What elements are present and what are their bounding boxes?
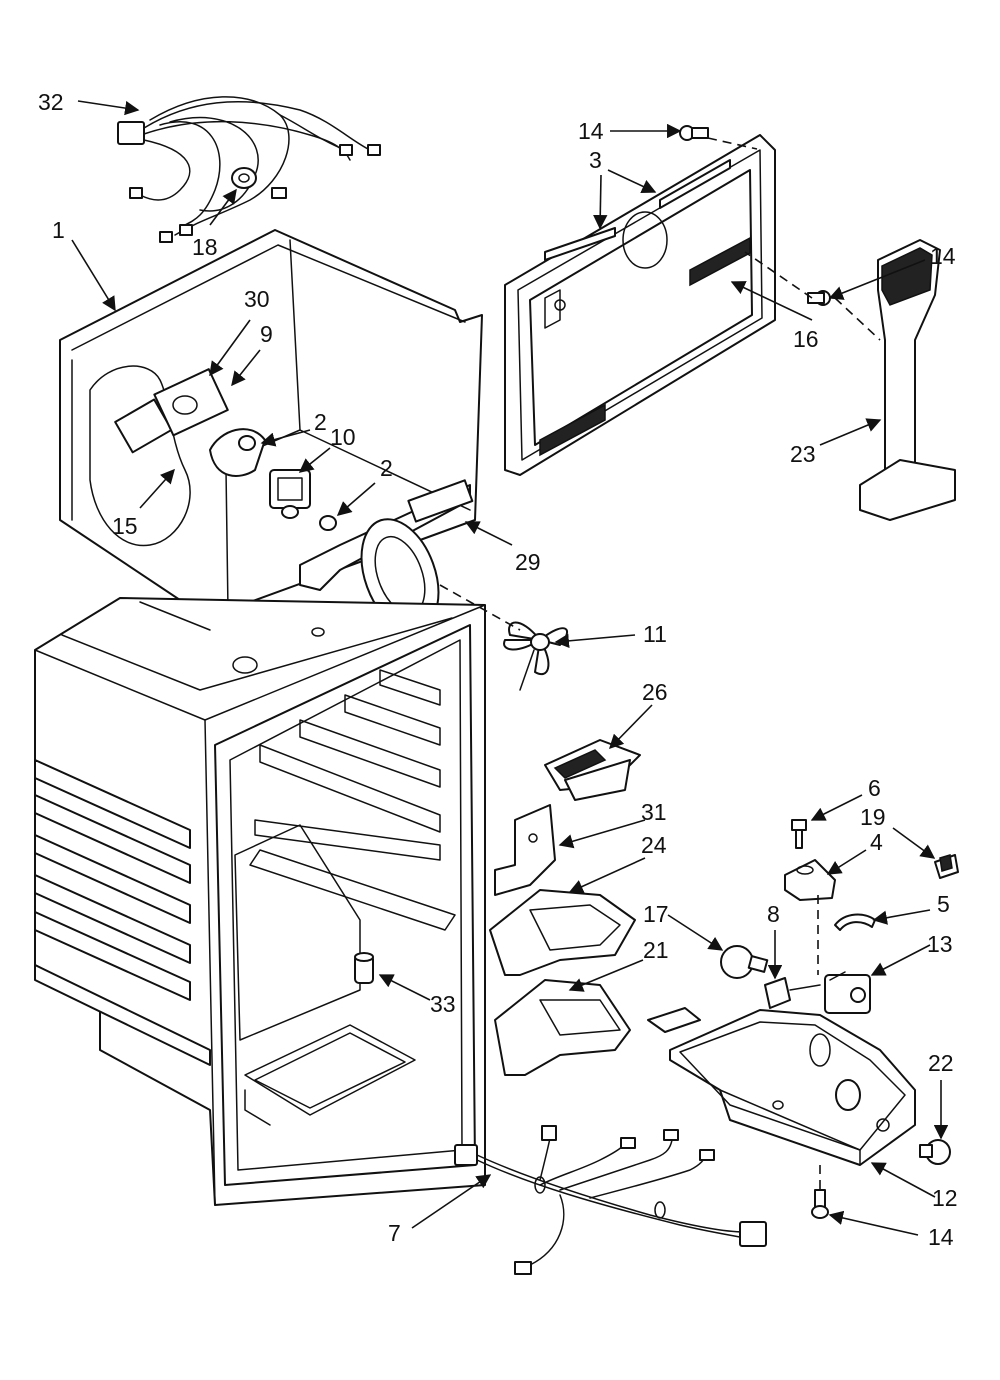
callout-12: 12 (932, 1185, 958, 1211)
callout-33: 33 (430, 991, 456, 1017)
callout-23: 23 (790, 441, 816, 467)
dispenser-cover-upper (489, 889, 636, 976)
callout-14-bottom: 14 (928, 1224, 954, 1250)
callout-3: 3 (589, 147, 602, 173)
callout-13: 13 (927, 931, 953, 957)
callout-6: 6 (868, 775, 881, 801)
clip-ring (834, 913, 876, 931)
callout-10: 10 (330, 424, 356, 450)
callout-2-lower: 2 (380, 455, 393, 481)
callout-22: 22 (928, 1050, 954, 1076)
callout-11: 11 (643, 621, 667, 647)
callout-8: 8 (767, 901, 780, 927)
screw-top (679, 125, 709, 141)
screw-right (807, 290, 831, 306)
mounting-plate (494, 804, 556, 896)
shelf-support-bracket (544, 739, 641, 801)
knob-22 (919, 1139, 951, 1165)
bumper-plug (354, 952, 374, 984)
callout-18: 18 (192, 234, 218, 260)
callout-26: 26 (642, 679, 668, 705)
callout-4: 4 (870, 829, 883, 855)
temperature-control (269, 469, 311, 519)
callout-2-upper: 2 (314, 409, 327, 435)
callout-15: 15 (112, 513, 138, 539)
wire-harness-upper (117, 96, 381, 243)
callout-21: 21 (643, 937, 669, 963)
callout-14-right: 14 (930, 243, 956, 269)
fresh-food-liner (34, 597, 486, 1206)
back-panel (504, 134, 776, 476)
callout-30: 30 (244, 286, 270, 312)
callout-31: 31 (641, 799, 667, 825)
screw-bottom (811, 1189, 829, 1219)
light-socket (764, 977, 821, 1009)
crisper-tray (647, 1007, 916, 1166)
callout-7: 7 (388, 1220, 401, 1246)
callout-5: 5 (937, 891, 950, 917)
callout-16: 16 (793, 326, 819, 352)
light-switch (824, 971, 871, 1014)
callout-14-top: 14 (578, 118, 604, 144)
callout-32: 32 (38, 89, 64, 115)
callout-labels: 32 18 1 30 9 2 10 2 15 29 14 3 14 16 23 … (38, 89, 958, 1250)
dispenser-cover-lower (494, 979, 631, 1076)
callout-9: 9 (260, 321, 273, 347)
air-diffuser (859, 239, 956, 521)
callout-17: 17 (643, 901, 669, 927)
screw-6 (791, 819, 807, 849)
callout-24: 24 (641, 832, 667, 858)
callout-19: 19 (860, 804, 886, 830)
light-bulb (720, 945, 769, 979)
callout-leaders (71, 100, 949, 1236)
clip-19 (934, 854, 959, 879)
callout-1: 1 (52, 217, 65, 243)
wire-harness-lower (454, 1125, 767, 1275)
dispenser-bracket (784, 859, 836, 901)
callout-29: 29 (515, 549, 541, 575)
fan-blade (503, 621, 569, 691)
